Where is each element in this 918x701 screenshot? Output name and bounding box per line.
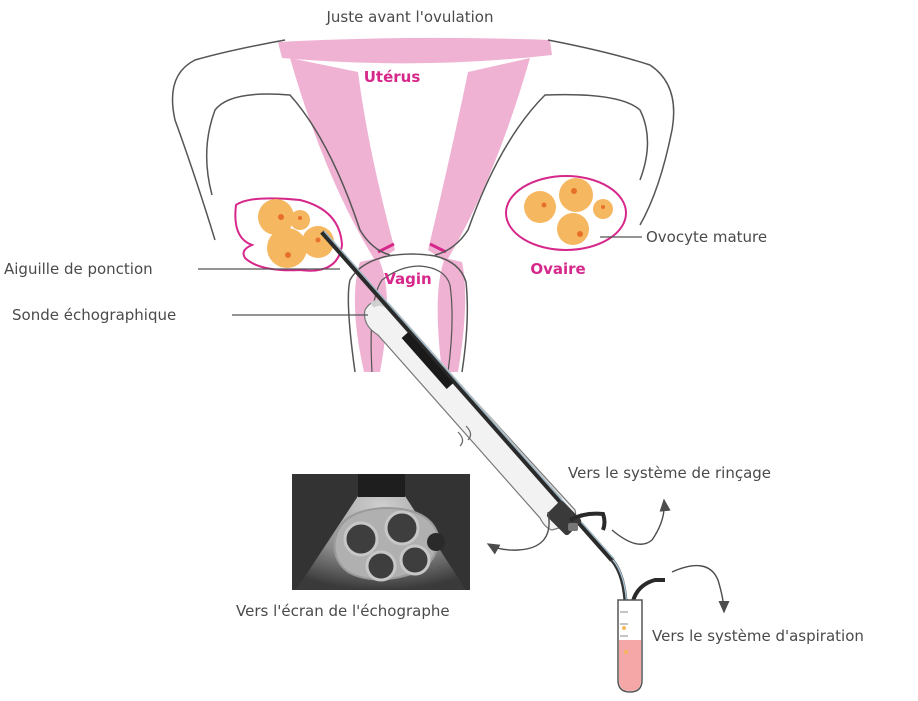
- follicle: [267, 228, 307, 268]
- oocyte: [542, 203, 547, 208]
- aspiration-arrow: [672, 566, 724, 612]
- tube-liquid: [619, 640, 641, 691]
- oocyte-label: Ovocyte mature: [646, 228, 767, 246]
- vagina-wall-right: [438, 258, 466, 372]
- clamp-knob: [568, 523, 578, 531]
- follicle-echo: [401, 546, 429, 574]
- oocyte: [278, 214, 284, 220]
- follicle-echo: [386, 512, 418, 544]
- oocyte: [298, 216, 302, 220]
- collected-oocyte: [622, 626, 626, 630]
- oocyte: [577, 231, 583, 237]
- uterus-wall-left: [290, 58, 395, 262]
- follicle-echo: [345, 523, 377, 555]
- aspiration-label: Vers le système d'aspiration: [652, 627, 864, 645]
- oocyte: [571, 188, 577, 194]
- collected-oocyte: [624, 650, 628, 654]
- vagina-label: Vagin: [384, 270, 431, 288]
- follicle: [557, 213, 589, 245]
- right-ovary: [506, 176, 626, 250]
- follicle-echo: [367, 552, 395, 580]
- ovary-label: Ovaire: [530, 260, 585, 278]
- diagram-title: Juste avant l'ovulation: [326, 8, 494, 26]
- follicle: [559, 178, 593, 212]
- oocyte: [285, 252, 291, 258]
- probe-shadow: [358, 474, 405, 497]
- rinse-label: Vers le système de rinçage: [568, 464, 771, 482]
- probe-label: Sonde échographique: [12, 306, 176, 324]
- oocyte: [316, 238, 321, 243]
- collection-tube: [618, 600, 642, 692]
- uterus-fundus: [278, 38, 552, 63]
- uterus-label: Utérus: [364, 68, 421, 86]
- follicle-echo: [427, 533, 445, 551]
- oocyte: [601, 205, 605, 209]
- needle-label: Aiguille de ponction: [4, 260, 153, 278]
- screen-label: Vers l'écran de l'échographe: [236, 602, 450, 620]
- rinse-arrow: [612, 500, 664, 544]
- follicle: [524, 191, 556, 223]
- ultrasound-screen: [292, 474, 470, 590]
